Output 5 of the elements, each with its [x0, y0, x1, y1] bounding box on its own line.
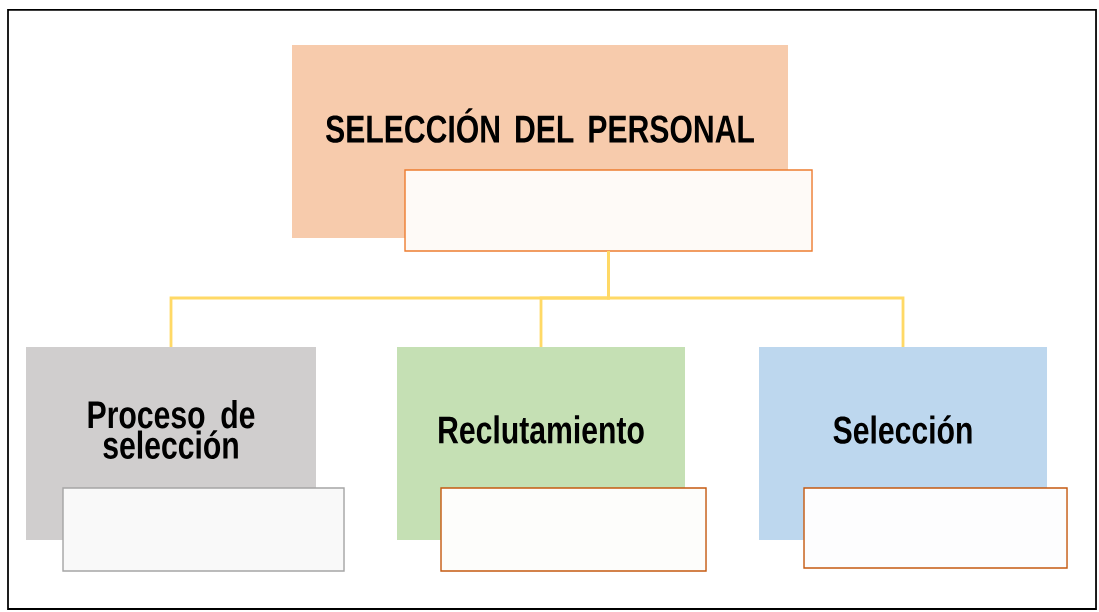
empty-box [62, 487, 345, 572]
empty-box [440, 487, 707, 572]
empty-box [803, 487, 1068, 569]
empty-box [404, 169, 813, 252]
connector-line [607, 251, 905, 347]
